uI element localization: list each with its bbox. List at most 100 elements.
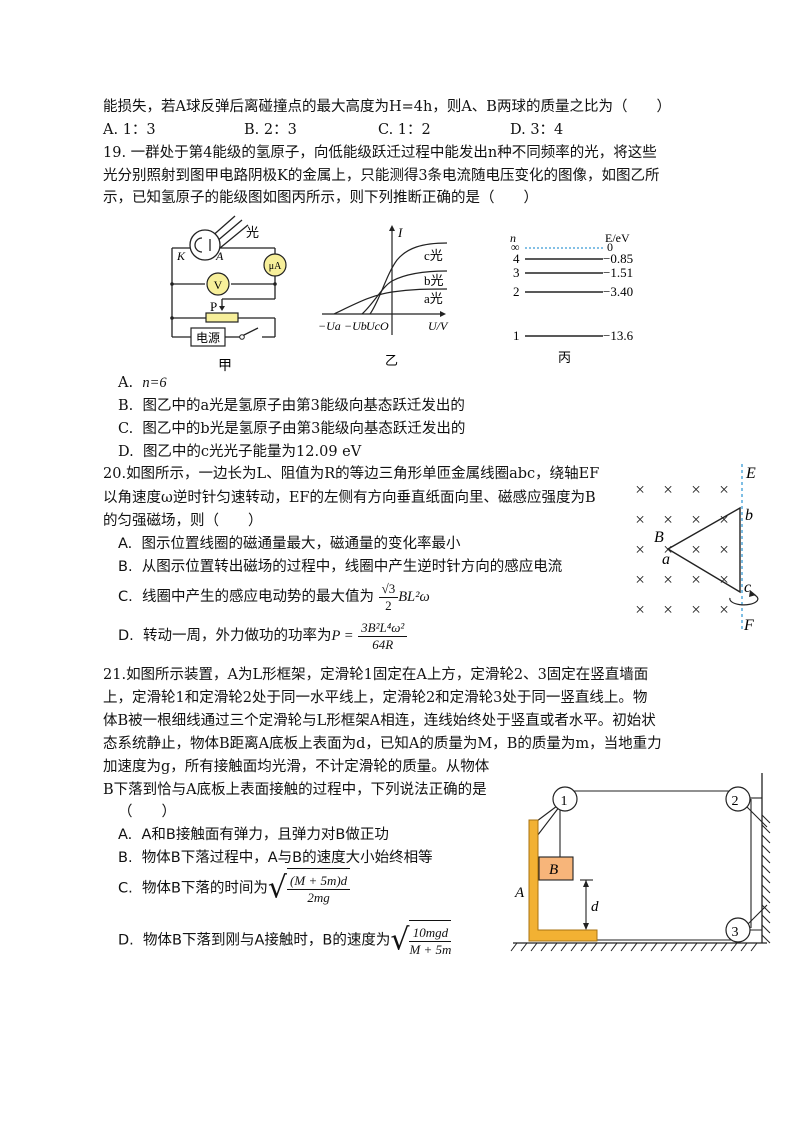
svg-text:×: × — [719, 600, 729, 619]
svg-text:×: × — [635, 570, 645, 589]
svg-text:E/eV: E/eV — [605, 231, 630, 245]
svg-text:×: × — [719, 540, 729, 559]
svg-text:a: a — [662, 551, 670, 568]
svg-text:光: 光 — [246, 225, 259, 240]
svg-text:×: × — [663, 600, 673, 619]
q20-option-b[interactable]: B. 从图示位置转出磁场的过程中，线圈中产生逆时针方向的感应电流 — [118, 559, 563, 575]
q18-option-d[interactable]: D. 3：4 — [510, 122, 564, 138]
power-source-icon — [190, 327, 226, 347]
pulley-2 — [725, 786, 751, 812]
svg-text:U/V: U/V — [428, 319, 449, 333]
svg-text:b光: b光 — [424, 273, 444, 288]
ammeter-icon — [263, 253, 287, 277]
svg-text:V: V — [214, 278, 223, 292]
svg-text:乙: 乙 — [385, 353, 398, 368]
svg-text:电源: 电源 — [196, 331, 220, 345]
question-number: 19. — [103, 145, 127, 161]
x-axis-arrow-icon — [440, 311, 446, 317]
triangle-coil — [666, 506, 741, 594]
q21-stem-line-7: （ ） — [118, 804, 176, 820]
q20-stem-line-1: 20.如图所示，一边长为L、阻值为R的等边三角形单匝金属线圈abc，绕轴EF — [103, 466, 600, 482]
q19-stem-line-3: 示，已知氢原子的能级图如图丙所示，则下列推断正确的是（ ） — [103, 190, 538, 206]
svg-text:−Ub: −Ub — [344, 319, 367, 333]
svg-text:−0.85: −0.85 — [603, 251, 633, 266]
svg-text:×: × — [691, 540, 701, 559]
q20-stem-line-2: 以角速度ω逆时针匀速转动，EF的左侧有方向垂直纸面向里、磁感应强度为B — [103, 490, 596, 506]
svg-text:A: A — [215, 249, 224, 263]
voltmeter-icon — [206, 272, 230, 296]
svg-text:K: K — [176, 249, 186, 263]
figure-q20-triangle-coil: ×××× ×××× ×××× ×××× ×××× E b B a c F — [635, 464, 759, 634]
figure-q21-pulley-system: 1 2 3 A B d — [510, 773, 771, 952]
y-axis-arrow-icon — [389, 225, 395, 231]
svg-text:×: × — [635, 540, 645, 559]
q19-option-a[interactable]: A. n=6 — [118, 375, 167, 391]
svg-text:−Ua: −Ua — [318, 319, 341, 333]
figure-jia-circuit: μA V P 电源 光 K A 甲 — [170, 215, 287, 374]
q21-stem-line-6: B下落到恰与A底板上表面接触的过程中，下列说法正确的是 — [103, 782, 487, 798]
figure-yi-iu-graph: I c光 b光 a光 −Ua −Ub Uc O U/V 乙 — [318, 225, 449, 368]
svg-text:1: 1 — [561, 794, 568, 809]
q21-option-b[interactable]: B. 物体B下落过程中，A与B的速度大小始终相等 — [118, 850, 433, 866]
svg-text:×: × — [691, 510, 701, 529]
svg-text:×: × — [663, 570, 673, 589]
svg-text:I: I — [397, 225, 403, 240]
q20-option-a[interactable]: A. 图示位置线圈的磁通量最大，磁通量的变化率最小 — [118, 536, 461, 552]
figure-bing-energy-levels: n E/eV ∞ 0 4 −0.85 3 −1.51 2 −3.40 1 −13… — [510, 231, 634, 365]
svg-text:B: B — [549, 862, 558, 878]
q20-stem-line-3: 的匀强磁场，则（ ） — [103, 513, 263, 529]
svg-text:×: × — [719, 480, 729, 499]
q18-option-a[interactable]: A. 1：3 — [103, 122, 156, 138]
svg-text:3: 3 — [732, 925, 739, 940]
rheostat-icon — [205, 312, 239, 323]
q21-stem-line-3: 体B被一根细线通过三个定滑轮与L形框架A相连，连线始终处于竖直或者水平。初始状 — [103, 713, 656, 729]
q21-stem-line-5: 加速度为g，所有接触面均光滑，不计定滑轮的质量。从物体 — [103, 759, 490, 775]
svg-text:4: 4 — [513, 251, 520, 266]
svg-text:d: d — [591, 899, 599, 915]
q18-option-b[interactable]: B. 2：3 — [244, 122, 297, 138]
q19-option-d[interactable]: D. 图乙中的c光光子能量为12.09 eV — [118, 444, 362, 460]
svg-text:B: B — [654, 529, 664, 546]
svg-text:2: 2 — [732, 794, 739, 809]
q21-stem-line-1: 21.如图所示装置，A为L形框架，定滑轮1固定在A上方，定滑轮2、3固定在竖直墙… — [103, 667, 649, 683]
pulley-1 — [552, 786, 578, 812]
q21-stem-line-2: 上，定滑轮1和定滑轮2处于同一水平线上，定滑轮2和定滑轮3处于同一竖直线上。物 — [103, 690, 648, 706]
svg-text:甲: 甲 — [218, 359, 232, 374]
svg-text:−1.51: −1.51 — [603, 265, 633, 280]
svg-text:0: 0 — [607, 240, 613, 254]
svg-text:P: P — [210, 299, 217, 314]
svg-text:×: × — [635, 480, 645, 499]
svg-text:E: E — [745, 465, 756, 482]
q21-option-a[interactable]: A. A和B接触面有弹力，且弹力对B做正功 — [118, 827, 389, 843]
q19-stem-line-1: 19. 一群处于第4能级的氢原子，向低能级跃迁过程中能发出n种不同频率的光，将这… — [103, 145, 657, 161]
svg-text:n: n — [510, 231, 516, 245]
svg-text:×: × — [663, 480, 673, 499]
q18-option-c[interactable]: C. 1：2 — [378, 122, 431, 138]
svg-text:c: c — [744, 579, 751, 596]
pulley-3 — [725, 917, 751, 943]
q19-option-c[interactable]: C. 图乙中的b光是氢原子由第3能级向基态跃迁发出的 — [118, 421, 466, 437]
block-b — [538, 856, 574, 881]
q19-option-b[interactable]: B. 图乙中的a光是氢原子由第3能级向基态跃迁发出的 — [118, 398, 465, 414]
svg-text:丙: 丙 — [558, 350, 571, 365]
svg-text:c光: c光 — [424, 248, 443, 263]
svg-text:a光: a光 — [424, 291, 443, 306]
svg-text:O: O — [380, 319, 389, 333]
svg-text:×: × — [691, 480, 701, 499]
magnetic-field-cross-icons: ×××× ×××× ×××× ×××× ×××× — [635, 480, 729, 619]
q19-stem-line-2: 光分别照射到图甲电路阴极K的金属上，只能测得3条电流随电压变化的图像，如图乙所 — [103, 168, 660, 184]
svg-text:−3.40: −3.40 — [603, 284, 633, 299]
svg-text:Uc: Uc — [366, 319, 381, 333]
l-frame-a — [528, 819, 598, 942]
svg-text:2: 2 — [513, 284, 520, 299]
svg-text:×: × — [719, 510, 729, 529]
svg-text:3: 3 — [513, 265, 520, 280]
svg-text:−13.6: −13.6 — [603, 328, 634, 343]
